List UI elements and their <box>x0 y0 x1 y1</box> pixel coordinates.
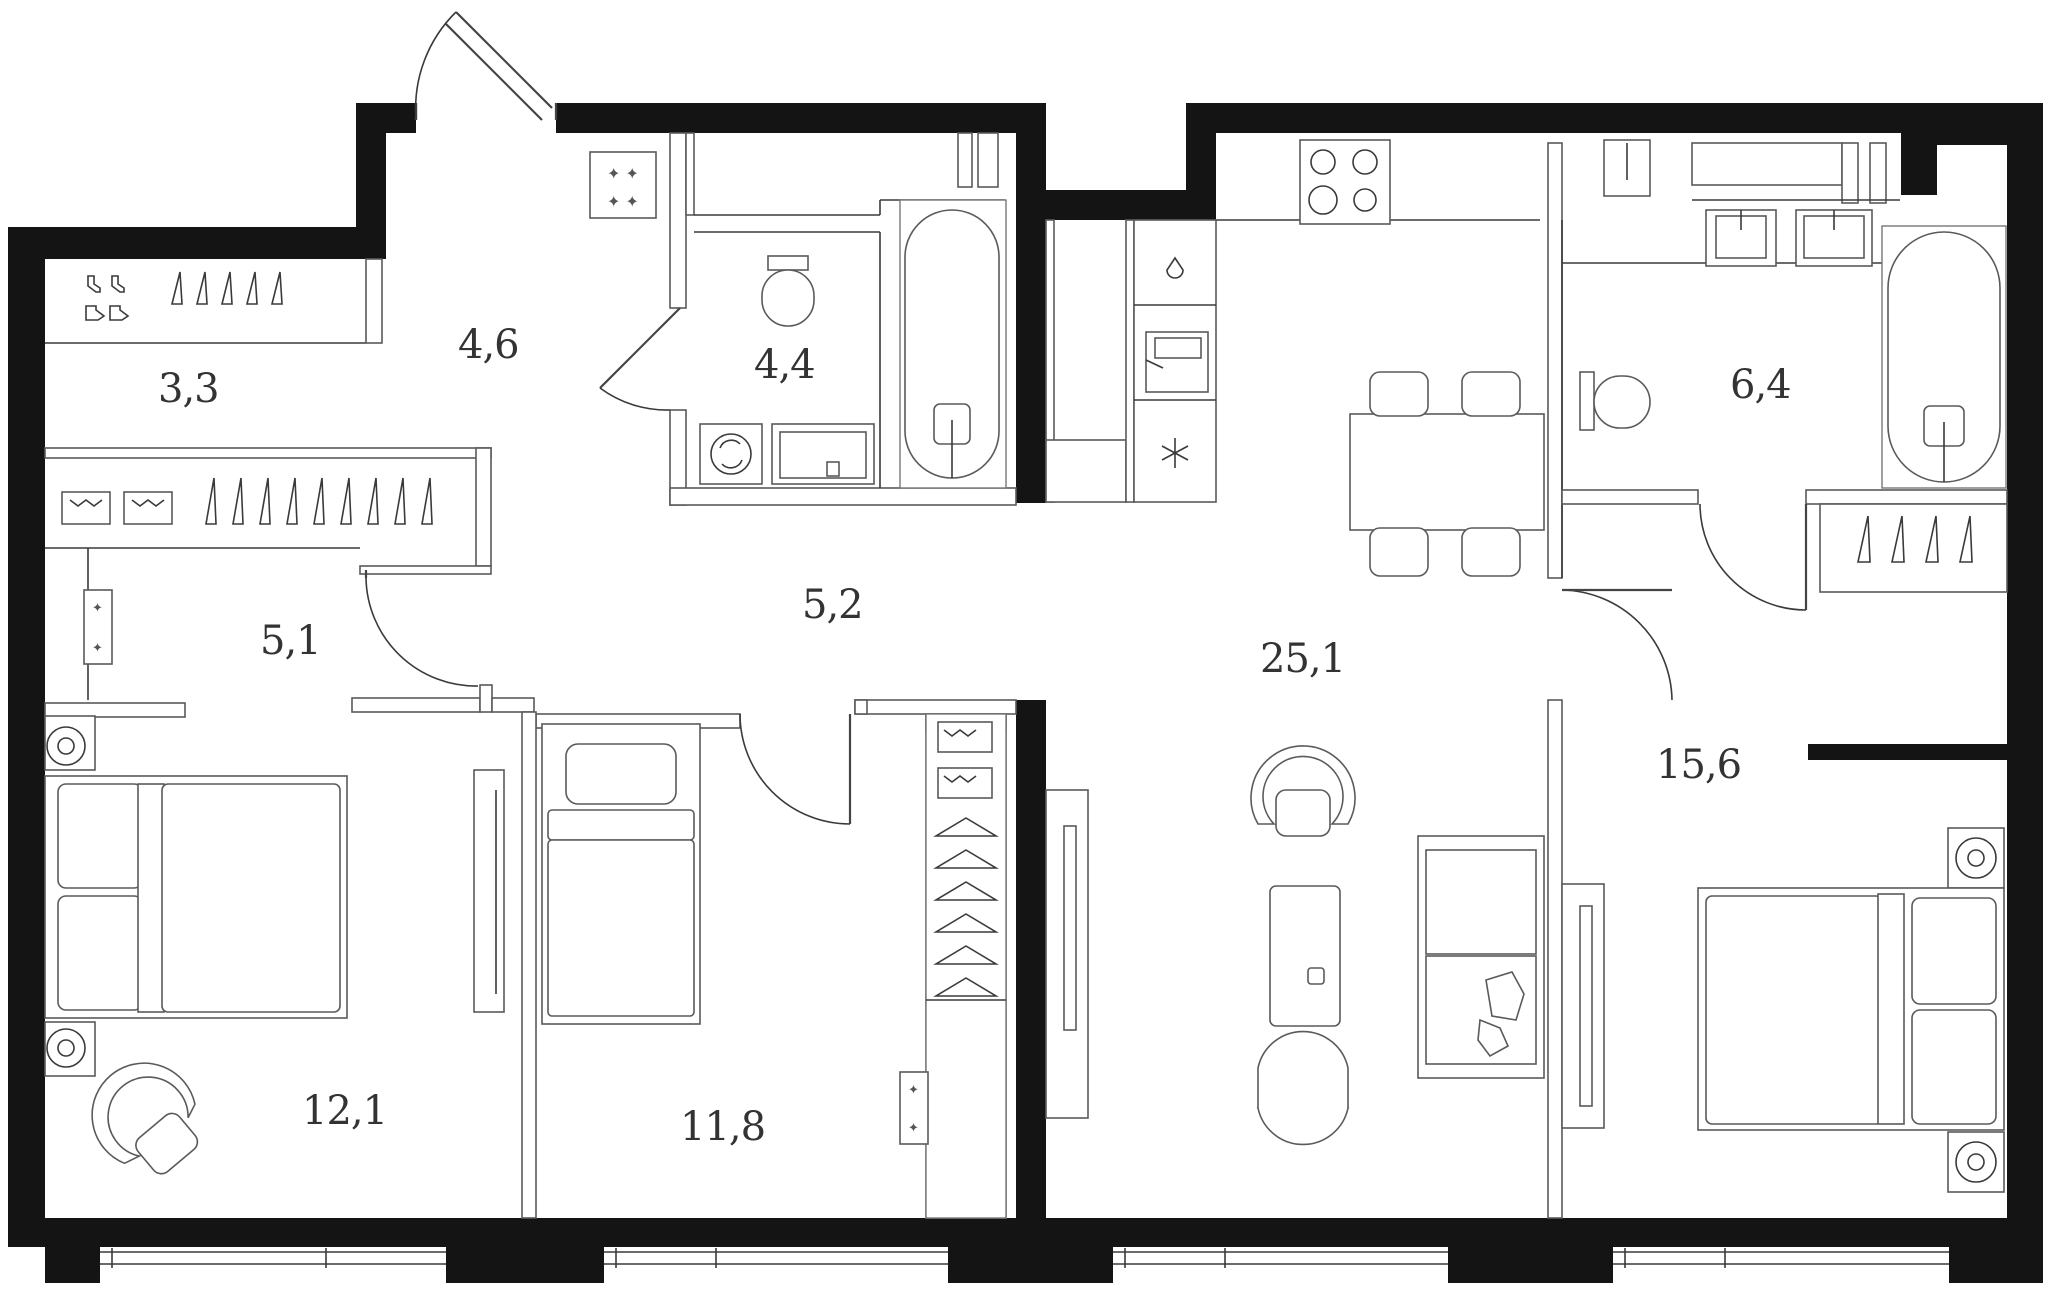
hanger-icon <box>170 271 283 305</box>
fridge-icon <box>1161 438 1189 468</box>
room-area-living-kitchen: 25,1 <box>1260 636 1345 682</box>
bathroom-2-fixtures <box>1579 139 2007 563</box>
room-area-hall-entry: 4,6 <box>458 322 519 368</box>
armchair-icon <box>91 1062 199 1175</box>
wardrobe-5-1-fixtures: ✦ ✦ <box>61 477 433 665</box>
svg-text:✦ ✦: ✦ ✦ <box>607 164 639 183</box>
kitchen-fixtures <box>1133 139 1391 503</box>
windows <box>100 1248 1949 1268</box>
shoes-icon <box>85 275 130 321</box>
room-area-wardrobe-entry: 3,3 <box>158 366 219 412</box>
room-area-bathroom-1: 4,4 <box>754 342 815 388</box>
room-area-bedroom-1: 12,1 <box>302 1088 387 1134</box>
room-labels: 3,3 4,6 4,4 5,1 5,2 25,1 6,4 12,1 11,8 1… <box>158 322 1792 1150</box>
washing-machine-icon <box>710 433 752 475</box>
bedroom-1-fixtures <box>44 715 505 1175</box>
room-area-corridor: 5,2 <box>802 582 863 628</box>
dining-set <box>1349 371 1545 577</box>
svg-text:✦: ✦ <box>908 1121 919 1136</box>
bedroom-2-fixtures: ✦ ✦ <box>541 713 1007 1219</box>
living-fixtures <box>1045 745 1545 1146</box>
svg-text:✦: ✦ <box>92 641 103 656</box>
svg-text:✦: ✦ <box>92 601 103 616</box>
toilet-icon <box>761 255 815 327</box>
bedroom-master-fixtures <box>1561 827 2005 1193</box>
bathroom-1-fixtures <box>699 199 1007 489</box>
svg-text:✦: ✦ <box>908 1083 919 1098</box>
room-area-bedroom-master: 15,6 <box>1656 742 1741 788</box>
armchair-icon <box>1256 1030 1350 1146</box>
wardrobe-3-3-fixtures: ✦ ✦ ✦ ✦ <box>85 151 657 321</box>
armchair-icon <box>1250 745 1356 837</box>
svg-text:✦ ✦: ✦ ✦ <box>607 192 639 211</box>
doors <box>364 11 1808 825</box>
room-area-bathroom-2: 6,4 <box>1730 362 1791 408</box>
partitions <box>44 132 2008 1219</box>
room-area-bedroom-2: 11,8 <box>680 1104 765 1150</box>
toilet-icon <box>1579 371 1651 431</box>
room-area-wardrobe-2: 5,1 <box>260 618 321 664</box>
walls <box>8 103 2043 1283</box>
